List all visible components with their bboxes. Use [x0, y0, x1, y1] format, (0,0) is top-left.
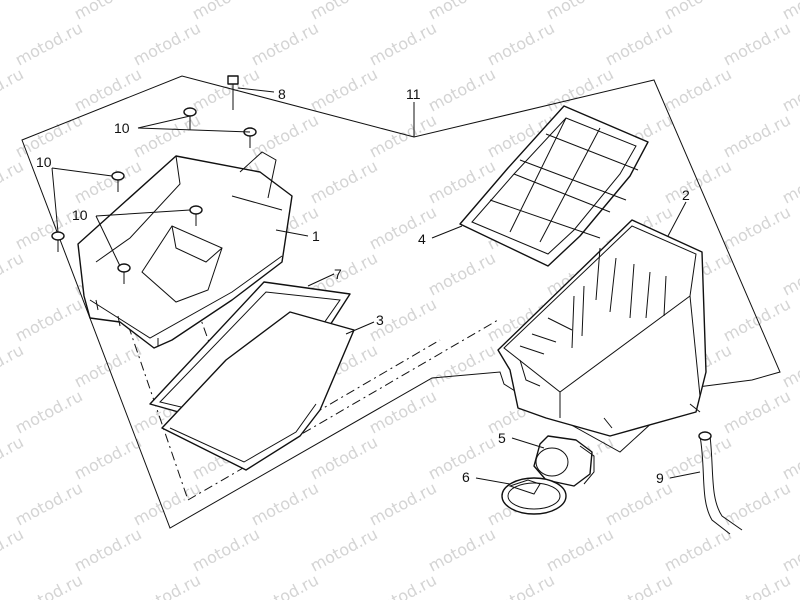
watermark-text: motod.ru [0, 248, 27, 299]
watermark-text: motod.ru [720, 386, 794, 437]
watermark-text: motod.ru [248, 18, 322, 69]
watermark-text: motod.ru [661, 64, 735, 115]
watermark-text: motod.ru [425, 64, 499, 115]
watermark-text: motod.ru [189, 0, 263, 24]
part-3-filter-element [161, 311, 355, 471]
watermark-text: motod.ru [366, 110, 440, 161]
watermark-text: motod.ru [484, 18, 558, 69]
watermark-text: motod.ru [248, 570, 322, 600]
watermark-text: motod.ru [130, 478, 204, 529]
watermark-text: motod.ru [779, 248, 800, 299]
watermark-text: motod.ru [779, 0, 800, 24]
callout-5: 5 [498, 430, 506, 446]
watermark-text: motod.ru [779, 432, 800, 483]
centerline-4 [247, 339, 441, 453]
watermark-text: motod.ru [12, 478, 86, 529]
watermark-text: motod.ru [12, 18, 86, 69]
watermark-text: motod.ru [543, 524, 617, 575]
watermark-text: motod.ru [0, 64, 27, 115]
watermark-text: motod.ru [720, 110, 794, 161]
watermark-text: motod.ru [307, 524, 381, 575]
callout-7: 7 [334, 266, 342, 282]
part-1-upper-airbox-cover [77, 151, 293, 349]
callout-6: 6 [462, 469, 470, 485]
watermark-text: motod.ru [543, 0, 617, 24]
watermark-text: motod.ru [720, 18, 794, 69]
watermark-text: motod.ru [0, 340, 27, 391]
watermark-text: motod.ru [425, 0, 499, 24]
watermark-text: motod.ru [602, 18, 676, 69]
watermark-text: motod.ru [307, 156, 381, 207]
watermark-text: motod.ru [189, 524, 263, 575]
watermark-text: motod.ru [307, 0, 381, 24]
watermark-text: motod.ru [366, 18, 440, 69]
watermark-text: motod.ru [0, 524, 27, 575]
watermark-text: motod.ru [425, 340, 499, 391]
part-8-bolt [227, 75, 239, 110]
part-9-drain-hose [698, 431, 743, 535]
watermark-text: motod.ru [366, 386, 440, 437]
part-2-lower-airbox-housing [497, 219, 707, 437]
watermark-text: motod.ru [71, 524, 145, 575]
watermark-text: motod.ru [425, 524, 499, 575]
watermark-text: motod.ru [366, 202, 440, 253]
callout-10-a: 10 [114, 120, 130, 136]
watermark-text: motod.ru [71, 64, 145, 115]
watermark-text: motod.ru [0, 432, 27, 483]
watermark-text: motod.ru [12, 386, 86, 437]
watermark-text: motod.ru [248, 110, 322, 161]
callout-2: 2 [682, 187, 690, 203]
callout-8: 8 [278, 86, 286, 102]
watermark-text: motod.ru [0, 156, 27, 207]
centerline-3 [187, 319, 499, 501]
watermark-text: motod.ru [130, 18, 204, 69]
watermark-text: motod.ru [602, 570, 676, 600]
watermark-text: motod.ru [366, 478, 440, 529]
watermark-text: motod.ru [307, 432, 381, 483]
watermark-text: motod.ru [425, 248, 499, 299]
callout-11: 11 [406, 86, 421, 102]
watermark-text: motod.ru [12, 570, 86, 600]
watermark-text: motod.ru [661, 432, 735, 483]
watermark-text: motod.ru [71, 0, 145, 24]
screw-10-5 [51, 231, 65, 252]
watermark-text: motod.ru [720, 294, 794, 345]
watermark-text: motod.ru [661, 524, 735, 575]
watermark-text: motod.ru [720, 570, 794, 600]
callout-1: 1 [312, 228, 320, 244]
watermark-text: motod.ru [307, 64, 381, 115]
watermark-text: motod.ru [779, 64, 800, 115]
watermark-text: motod.ru [248, 478, 322, 529]
watermark-text: motod.ru [661, 0, 735, 24]
leader-lines [51, 87, 701, 485]
watermark-text: motod.ru [779, 340, 800, 391]
callout-3: 3 [376, 312, 384, 328]
callout-10-b: 10 [36, 154, 52, 170]
watermark-text: motod.ru [779, 156, 800, 207]
callout-4: 4 [418, 231, 426, 247]
callout-labels: 8 11 10 10 10 1 7 3 4 2 5 6 9 [36, 86, 690, 486]
watermark-text: motod.ru [484, 570, 558, 600]
watermark-text: motod.ru [720, 202, 794, 253]
watermark-text: motod.ru [12, 294, 86, 345]
watermark-text: motod.ru [543, 64, 617, 115]
watermark-text: motod.ru [0, 0, 27, 24]
screw-10-6 [117, 263, 131, 284]
part-4-filter-grille [459, 105, 649, 267]
watermark-text: motod.ru [602, 478, 676, 529]
watermark-text: motod.ru [779, 524, 800, 575]
part-5-intake-boot [533, 435, 595, 487]
watermark-text: motod.ru [71, 432, 145, 483]
watermark-text: motod.ru [366, 570, 440, 600]
callout-9: 9 [656, 470, 664, 486]
watermark-text: motod.ru [130, 570, 204, 600]
screw-10-1 [183, 107, 197, 130]
watermark-text: motod.ru [130, 110, 204, 161]
callout-10-c: 10 [72, 207, 88, 223]
part-6-hose-clamp [501, 477, 567, 515]
